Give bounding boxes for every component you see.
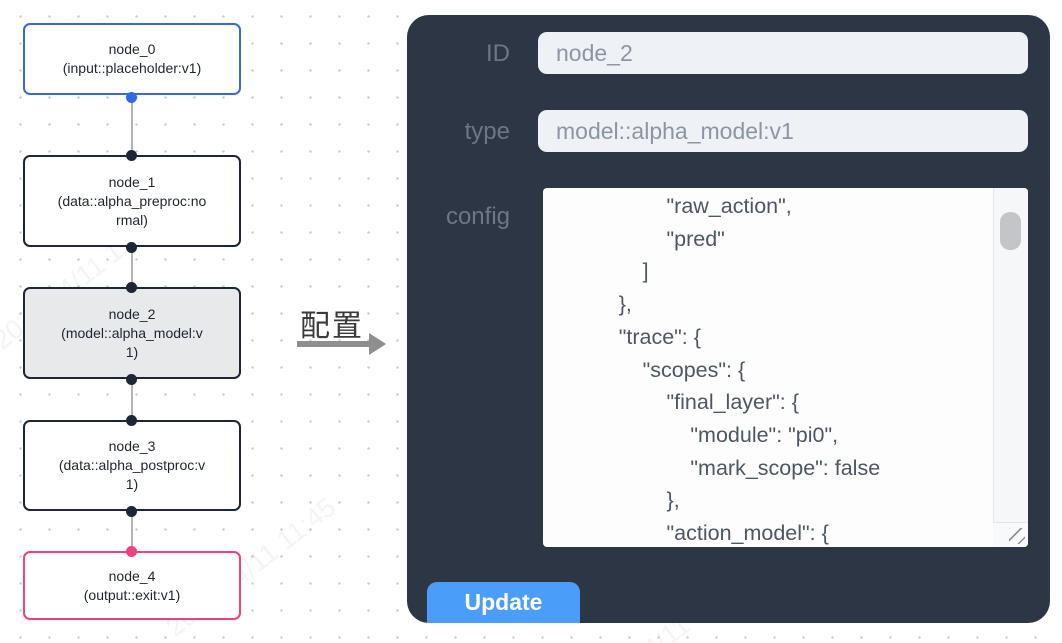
config-json-text: "raw_action", "pred" ] }, "trace": { "sc… <box>618 194 881 546</box>
right-arrow-head-icon <box>369 333 386 355</box>
type-input[interactable]: model::alpha_model:v1 <box>538 110 1028 152</box>
flow-node-node_4[interactable]: node_4 (output::exit:v1) <box>23 551 241 620</box>
update-button[interactable]: Update <box>427 582 580 623</box>
node-title: node_1 <box>108 173 156 190</box>
type-field-label: type <box>464 118 510 145</box>
source-handle-node_2[interactable] <box>126 373 137 385</box>
id-input[interactable]: node_2 <box>538 32 1028 74</box>
node-subtitle: (data::alpha_postproc:v1) <box>58 457 206 492</box>
resize-grip-icon[interactable] <box>1009 528 1025 544</box>
id-field-label: ID <box>486 40 510 67</box>
node-subtitle: (data::alpha_preproc:normal) <box>57 192 207 228</box>
node-subtitle: (model::alpha_model:v1) <box>61 324 203 360</box>
node-title: node_4 <box>108 567 156 584</box>
flow-node-node_1[interactable]: node_1 (data::alpha_preproc:normal) <box>23 155 241 247</box>
node-subtitle: (input::placeholder:v1) <box>62 60 202 76</box>
scrollbar-thumb[interactable] <box>1000 212 1021 250</box>
configure-label: 配置 <box>300 310 364 343</box>
target-handle-node_1[interactable] <box>126 149 137 161</box>
node-title: node_2 <box>108 305 156 322</box>
node-title: node_3 <box>108 438 156 454</box>
flow-edge-node1-node2[interactable] <box>130 247 133 287</box>
node-config-panel: ID node_2 type model::alpha_model:v1 con… <box>407 15 1050 623</box>
flow-edge-node0-node1[interactable] <box>130 97 133 155</box>
node-title: node_0 <box>108 41 156 57</box>
right-arrow-icon <box>297 341 369 347</box>
source-handle-node_0[interactable] <box>126 91 137 103</box>
flow-node-node_0[interactable]: node_0 (input::placeholder:v1) <box>23 23 241 95</box>
flow-node-node_3[interactable]: node_3 (data::alpha_postproc:v1) <box>23 420 241 511</box>
target-handle-node_4[interactable] <box>126 545 137 557</box>
flow-node-node_2-selected[interactable]: node_2 (model::alpha_model:v1) <box>23 287 241 379</box>
source-handle-node_1[interactable] <box>126 241 137 253</box>
target-handle-node_3[interactable] <box>126 414 137 426</box>
flow-edge-node3-node4[interactable] <box>130 511 133 551</box>
target-handle-node_2[interactable] <box>126 281 137 293</box>
config-textarea[interactable]: "raw_action", "pred" ] }, "trace": { "sc… <box>543 188 1028 547</box>
flow-edge-node2-node3[interactable] <box>130 379 133 420</box>
source-handle-node_3[interactable] <box>126 505 137 517</box>
config-field-label: config <box>445 203 510 230</box>
node-subtitle: (output::exit:v1) <box>83 586 181 603</box>
